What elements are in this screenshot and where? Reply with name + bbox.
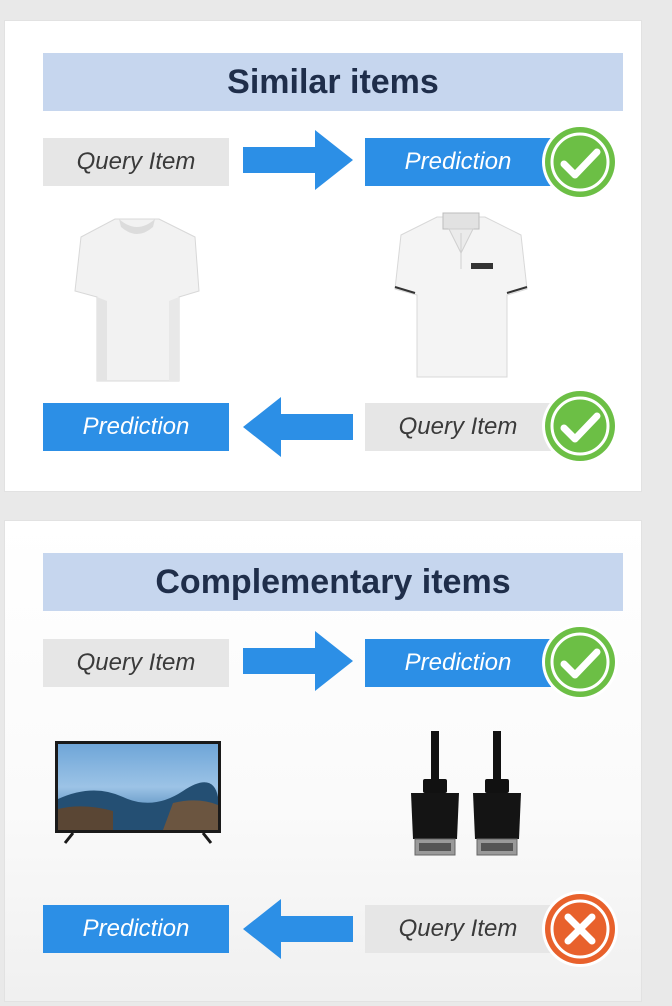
check-circle-icon: [542, 124, 618, 200]
similar-prediction-label: Prediction: [365, 138, 551, 186]
white-tshirt-image: [74, 218, 200, 382]
check-circle-icon: [542, 388, 618, 464]
similar-query-item-label-2: Query Item: [365, 403, 551, 451]
check-circle-icon: [542, 624, 618, 700]
arrow-right-icon: [243, 631, 353, 691]
complementary-items-title: Complementary items: [43, 553, 623, 611]
cross-circle-icon: [542, 891, 618, 967]
similar-query-item-label: Query Item: [43, 138, 229, 186]
arrow-left-icon: [243, 899, 353, 959]
white-polo-shirt-image: [394, 212, 528, 378]
complementary-prediction-label-2: Prediction: [43, 905, 229, 953]
arrow-right-icon: [243, 130, 353, 190]
television-image: [55, 741, 221, 844]
arrow-left-icon: [243, 397, 353, 457]
complementary-query-item-label-2: Query Item: [365, 905, 551, 953]
complementary-items-panel: Complementary items Query Item Predictio…: [4, 520, 642, 1002]
similar-prediction-label-2: Prediction: [43, 403, 229, 451]
similar-items-title: Similar items: [43, 53, 623, 111]
complementary-query-item-label: Query Item: [43, 639, 229, 687]
hdmi-cable-image: [411, 731, 521, 856]
complementary-prediction-label: Prediction: [365, 639, 551, 687]
similar-items-panel: Similar items Query Item Prediction Pred…: [4, 20, 642, 492]
